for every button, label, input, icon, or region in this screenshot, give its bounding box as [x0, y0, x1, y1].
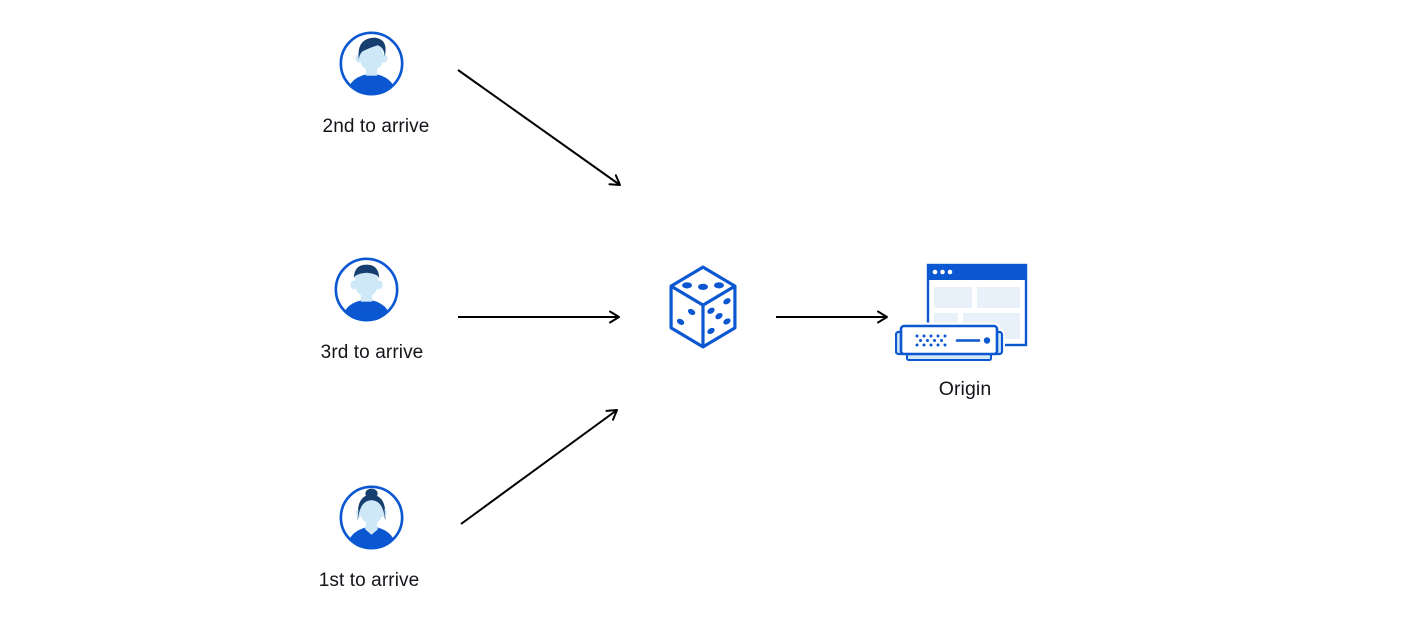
- user-1st-node: [338, 484, 405, 551]
- user-1st-label: 1st to arrive: [318, 570, 420, 591]
- origin-label: Origin: [938, 378, 992, 400]
- user-3rd-node: [333, 256, 400, 323]
- arrow-user2nd-to-dice: [457, 69, 621, 186]
- dice-icon: [669, 265, 737, 349]
- dice-node: [665, 263, 741, 351]
- arrow-user1st-to-dice: [460, 409, 618, 525]
- user-3rd-label: 3rd to arrive: [320, 342, 424, 363]
- origin-node: [895, 262, 1029, 364]
- origin-server-browser-icon: [895, 263, 1028, 361]
- user-2nd-label: 2nd to arrive: [322, 116, 430, 137]
- man-swoop-hair-avatar: [339, 31, 404, 96]
- woman-bun-hair-avatar: [339, 485, 404, 550]
- man-short-hair-avatar: [334, 257, 399, 322]
- user-2nd-node: [338, 30, 405, 97]
